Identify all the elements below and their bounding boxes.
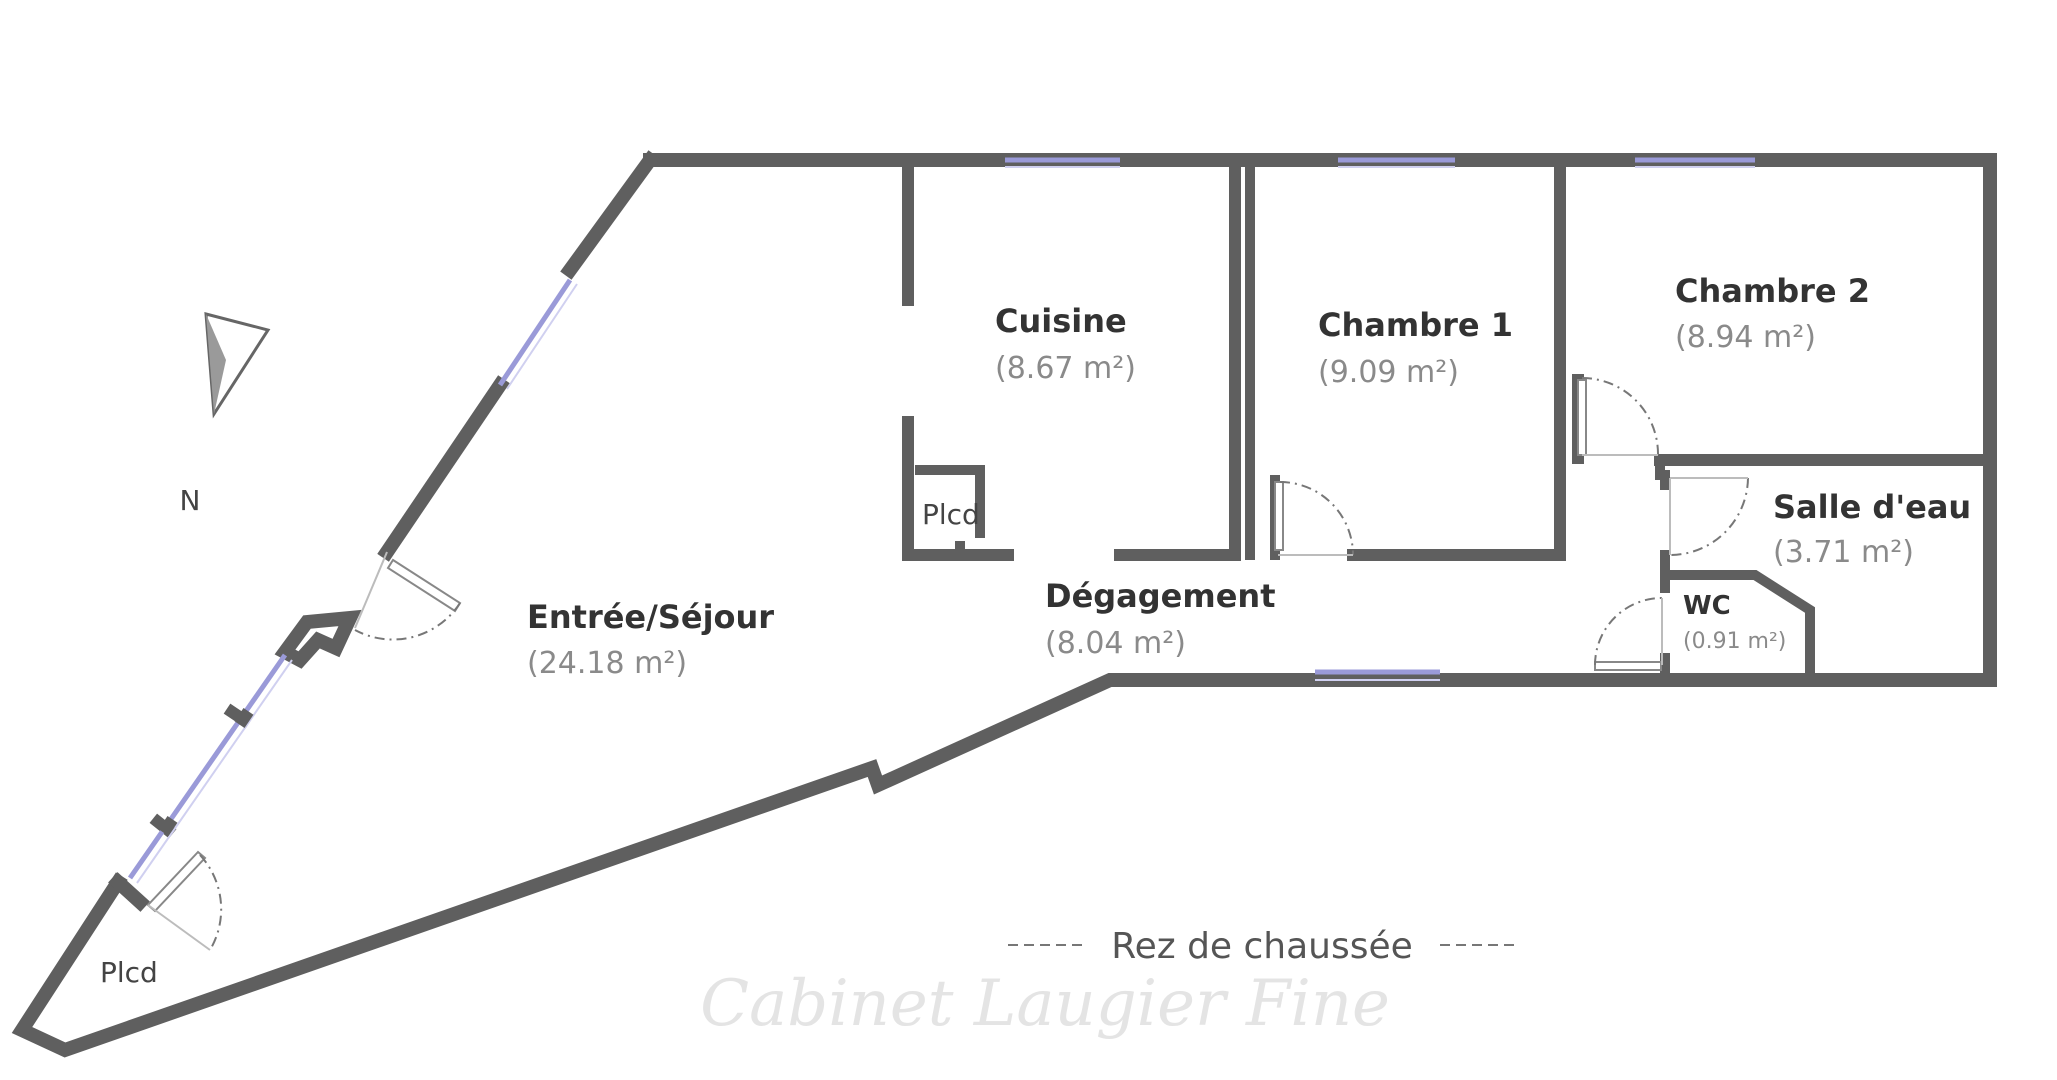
- room-area-chambre1: (9.09 m²): [1318, 355, 1459, 390]
- room-name-chambre1: Chambre 1: [1318, 306, 1513, 344]
- room-area-cuisine: (8.67 m²): [995, 351, 1136, 386]
- room-name-chambre2: Chambre 2: [1675, 272, 1870, 310]
- room-name-wc: WC: [1683, 591, 1731, 621]
- windows: [127, 157, 1755, 884]
- compass-label: N: [180, 484, 201, 517]
- room-name-salle-eau: Salle d'eau: [1773, 488, 1971, 526]
- room-area-salle-eau: (3.71 m²): [1773, 535, 1914, 570]
- room-area-degagement: (8.04 m²): [1045, 626, 1186, 661]
- north-arrow-fill-icon: [206, 314, 226, 414]
- room-area-sejour: (24.18 m²): [527, 646, 687, 681]
- room-name-cuisine: Cuisine: [995, 302, 1127, 340]
- level-caption: Rez de chaussée: [1008, 926, 1517, 967]
- doors: [146, 377, 1749, 951]
- level-label: Rez de chaussée: [1111, 926, 1413, 967]
- room-area-chambre2: (8.94 m²): [1675, 320, 1816, 355]
- compass: N: [180, 312, 271, 517]
- placard-label-cuisine: Plcd: [922, 498, 980, 531]
- room-area-wc: (0.91 m²): [1683, 629, 1786, 654]
- room-name-degagement: Dégagement: [1045, 577, 1276, 615]
- watermark: Cabinet Laugier Fine: [700, 967, 1390, 1041]
- placard-label-entree: Plcd: [100, 956, 158, 989]
- room-name-sejour: Entrée/Séjour: [527, 598, 774, 636]
